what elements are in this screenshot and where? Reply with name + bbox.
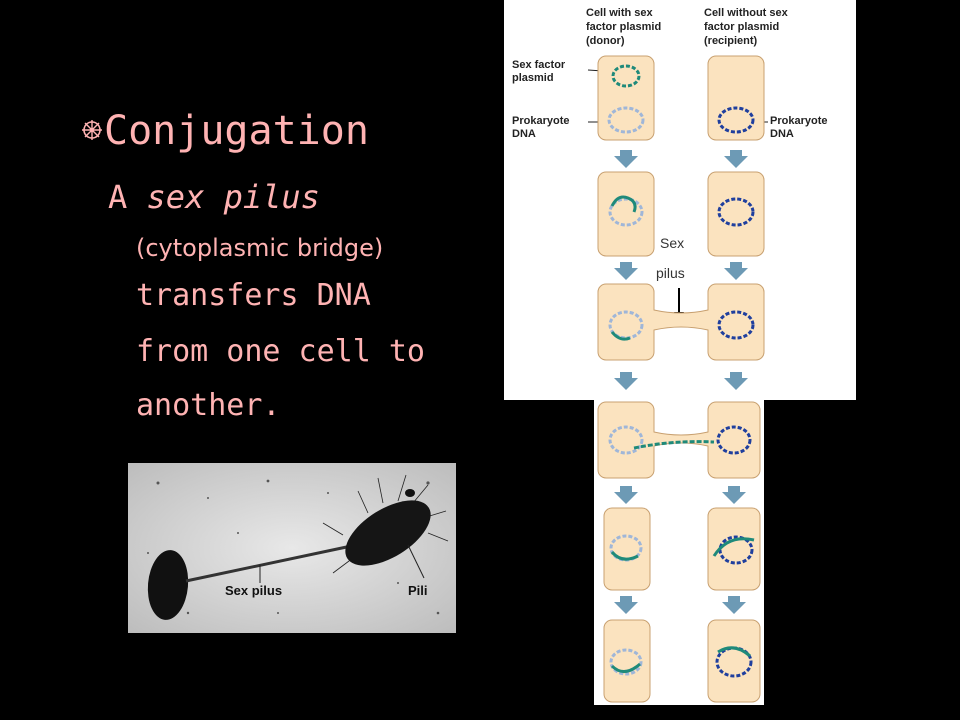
subheading-emphasis: sex pilus: [146, 178, 320, 216]
micrograph-label-sex-pilus: Sex pilus: [225, 583, 282, 598]
micrograph-label-pili: Pili: [408, 583, 428, 598]
conjugation-diagram-continued: [594, 400, 764, 705]
slide-subheading: A sex pilus: [108, 178, 320, 216]
conjugation-diagram: Cell with sex factor plasmid (donor) Cel…: [504, 0, 856, 400]
body-line-1: transfers DNA: [136, 278, 371, 313]
label-pilus-1: Sex: [660, 235, 684, 251]
donor-header-3: (donor): [586, 35, 625, 47]
micrograph-image: Sex pilus Pili: [128, 463, 456, 633]
label-prok-right-2: DNA: [770, 128, 794, 140]
body-line-3: another.: [136, 388, 281, 423]
wheel-bullet-icon: [82, 120, 102, 140]
label-plasmid-2: plasmid: [512, 72, 554, 84]
recipient-header-1: Cell without sex: [704, 7, 789, 19]
subheading-prefix: A: [108, 178, 147, 216]
label-pilus-2: pilus: [656, 265, 685, 281]
label-prok-left-1: Prokaryote: [512, 115, 569, 127]
donor-header-2: factor plasmid: [586, 21, 661, 33]
paren-note: (cytoplasmic bridge): [136, 234, 384, 262]
slide-heading: Conjugation: [104, 108, 369, 154]
recipient-header-3: (recipient): [704, 35, 758, 47]
donor-header-1: Cell with sex: [586, 7, 654, 19]
label-prok-right-1: Prokaryote: [770, 115, 827, 127]
label-plasmid-1: Sex factor: [512, 59, 566, 71]
label-prok-left-2: DNA: [512, 128, 536, 140]
recipient-header-2: factor plasmid: [704, 21, 779, 33]
body-line-2: from one cell to: [136, 334, 425, 369]
